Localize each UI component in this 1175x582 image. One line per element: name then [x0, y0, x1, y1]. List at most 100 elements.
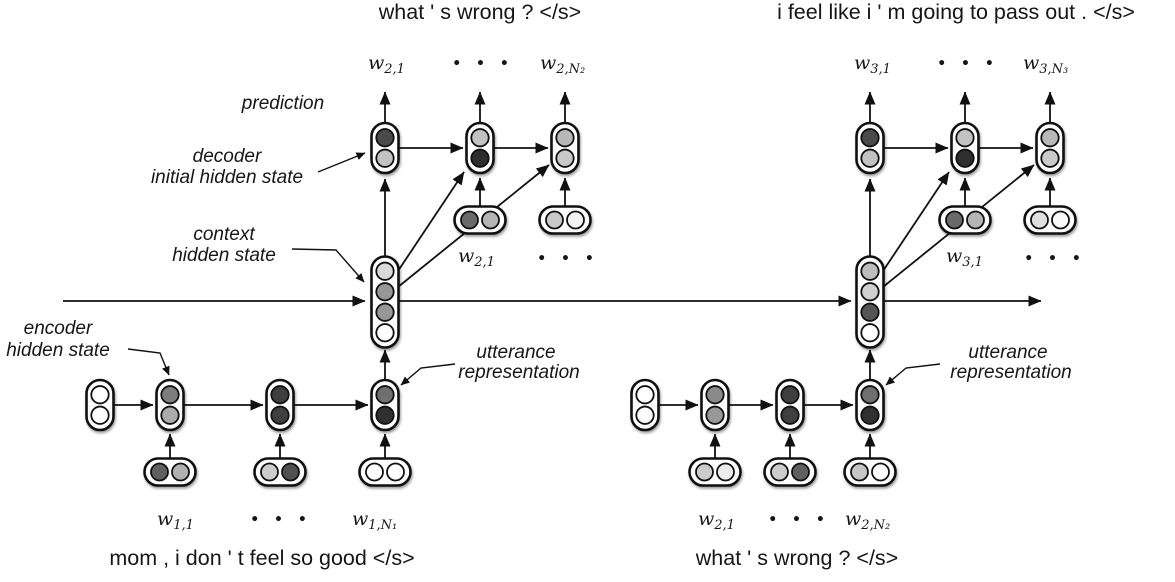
- ellipsis-top-left: • • •: [452, 56, 514, 72]
- state-nodes: [85, 121, 1077, 487]
- context-state-node: [375, 302, 395, 322]
- context-state-node: [860, 323, 880, 343]
- w-label-bottom-left-last: 1,N₁: [368, 518, 397, 533]
- encoder-label-line2: hidden state: [6, 340, 110, 361]
- encoder-state-node: [160, 385, 180, 405]
- w-label-top-right-last: 3,N₃: [1039, 62, 1068, 77]
- encoder-state-node: [265, 378, 295, 432]
- encoder-state-node: [635, 405, 655, 425]
- encoder-state-node: [370, 378, 400, 432]
- annotation-pointer-arrows: [291, 248, 365, 283]
- w-label-top-left-last: w2,N₂: [540, 52, 585, 77]
- encoder-state-node: [375, 405, 395, 425]
- word-embedding-node: [538, 205, 592, 235]
- word-embedding-node: [688, 457, 742, 487]
- context-state-node: [855, 255, 885, 349]
- decoder-state-node: [375, 128, 395, 148]
- encoder-state-node: [160, 405, 180, 425]
- w-label-bottom-left-last: w1,N₁: [352, 508, 397, 533]
- w-label-mid-right: w: [946, 245, 962, 267]
- encoder-label-line1: encoder: [24, 318, 93, 339]
- decoder-state-node: [470, 148, 490, 168]
- decoder-state-node: [1040, 148, 1060, 168]
- encoder-state-node: [855, 378, 885, 432]
- w-label-bottom-right-last: 2,N₂: [860, 518, 890, 533]
- decoder-state-node: [555, 128, 575, 148]
- w-label-bottom-left-first: w: [157, 508, 173, 530]
- decoder-state-node: [955, 128, 975, 148]
- word-embedding-node: [358, 457, 412, 487]
- word-embedding-node: [365, 462, 384, 482]
- w-label-top-left-last: 2,N₂: [555, 62, 585, 77]
- decoder-state-node: [955, 148, 975, 168]
- encoder-state-node: [635, 385, 655, 405]
- word-embedding-node: [566, 210, 585, 230]
- ellipsis-bottom-left: • • •: [250, 512, 312, 528]
- input-sentence-right: what ' s wrong ? </s>: [695, 546, 899, 570]
- annotation-pointer-arrows: [127, 348, 170, 376]
- encoder-state-node: [375, 385, 395, 405]
- ellipsis-top-right: • • •: [937, 56, 999, 72]
- context-state-node: [860, 302, 880, 322]
- context-label-line1: context: [193, 224, 255, 245]
- encoder-state-node: [705, 405, 725, 425]
- decoder-state-node: [555, 148, 575, 168]
- word-embedding-node: [770, 462, 789, 482]
- encoder-state-node: [700, 378, 730, 432]
- w-label-bottom-right-first: w: [698, 508, 714, 530]
- decoder-state-node: [375, 148, 395, 168]
- encoder-state-node: [780, 385, 800, 405]
- utterance-label-right-line2: representation: [950, 362, 1071, 383]
- word-embedding-node: [386, 462, 405, 482]
- decoder-state-node: [860, 148, 880, 168]
- prediction-arrows: [379, 91, 1056, 123]
- encoder-state-node: [270, 385, 290, 405]
- encoder-state-node: [860, 405, 880, 425]
- word-embedding-node: [791, 462, 810, 482]
- word-embedding-node: [716, 462, 735, 482]
- context-state-node: [375, 261, 395, 281]
- decoder-state-node: [855, 121, 885, 175]
- annotation-pointer-arrows: [885, 363, 941, 386]
- prediction-label: prediction: [241, 93, 324, 114]
- word-embedding-node: [1023, 205, 1077, 235]
- utterance-label-right-line1: utterance: [968, 342, 1047, 363]
- word-embedding-node: [763, 457, 817, 487]
- encoder-to-context-arrows: [379, 349, 876, 379]
- word-embedding-node: [938, 205, 992, 235]
- word-embedding-node: [871, 462, 890, 482]
- encoder-state-node: [90, 385, 110, 405]
- w-label-bottom-left-first: w1,1: [157, 508, 194, 533]
- word-to-decoder-arrows: [474, 177, 1056, 206]
- word-embedding-node: [1030, 210, 1049, 230]
- context-state-node: [375, 282, 395, 302]
- text-layer: what ' s wrong ? </s> i feel like i ' m …: [6, 0, 1135, 570]
- w-label-bottom-left-first: 1,1: [173, 518, 194, 533]
- context-state-node: [370, 255, 400, 349]
- decoder-state-node: [465, 121, 495, 175]
- ellipsis-bottom-right: • • •: [768, 512, 830, 528]
- decoder-state-node: [550, 121, 580, 175]
- word-embedding-node: [695, 462, 714, 482]
- word-embedding-node: [150, 462, 169, 482]
- w-label-top-left-last: w: [540, 52, 556, 74]
- w-label-bottom-right-first: w2,1: [698, 508, 735, 533]
- word-embedding-node: [945, 210, 964, 230]
- context-to-decoder-arrows: [395, 171, 465, 275]
- w-label-top-right-first: w: [854, 52, 870, 74]
- word-embedding-node: [453, 205, 507, 235]
- word-to-encoder-arrows: [164, 433, 876, 458]
- decoder-init-label-line1: decoder: [193, 146, 262, 167]
- encoder-state-node: [155, 378, 185, 432]
- word-embedding-node: [260, 462, 279, 482]
- encoder-state-node: [85, 378, 115, 432]
- input-sentence-left: mom , i don ' t feel so good </s>: [109, 546, 414, 570]
- ellipsis-mid-left: • • •: [537, 251, 599, 267]
- context-state-node: [860, 282, 880, 302]
- w-label-top-left-first: w2,1: [368, 52, 405, 77]
- encoder-state-node: [860, 385, 880, 405]
- encoder-state-node: [780, 405, 800, 425]
- decoder-state-node: [1040, 128, 1060, 148]
- word-embedding-node: [966, 210, 985, 230]
- w-label-top-left-first: w: [368, 52, 384, 74]
